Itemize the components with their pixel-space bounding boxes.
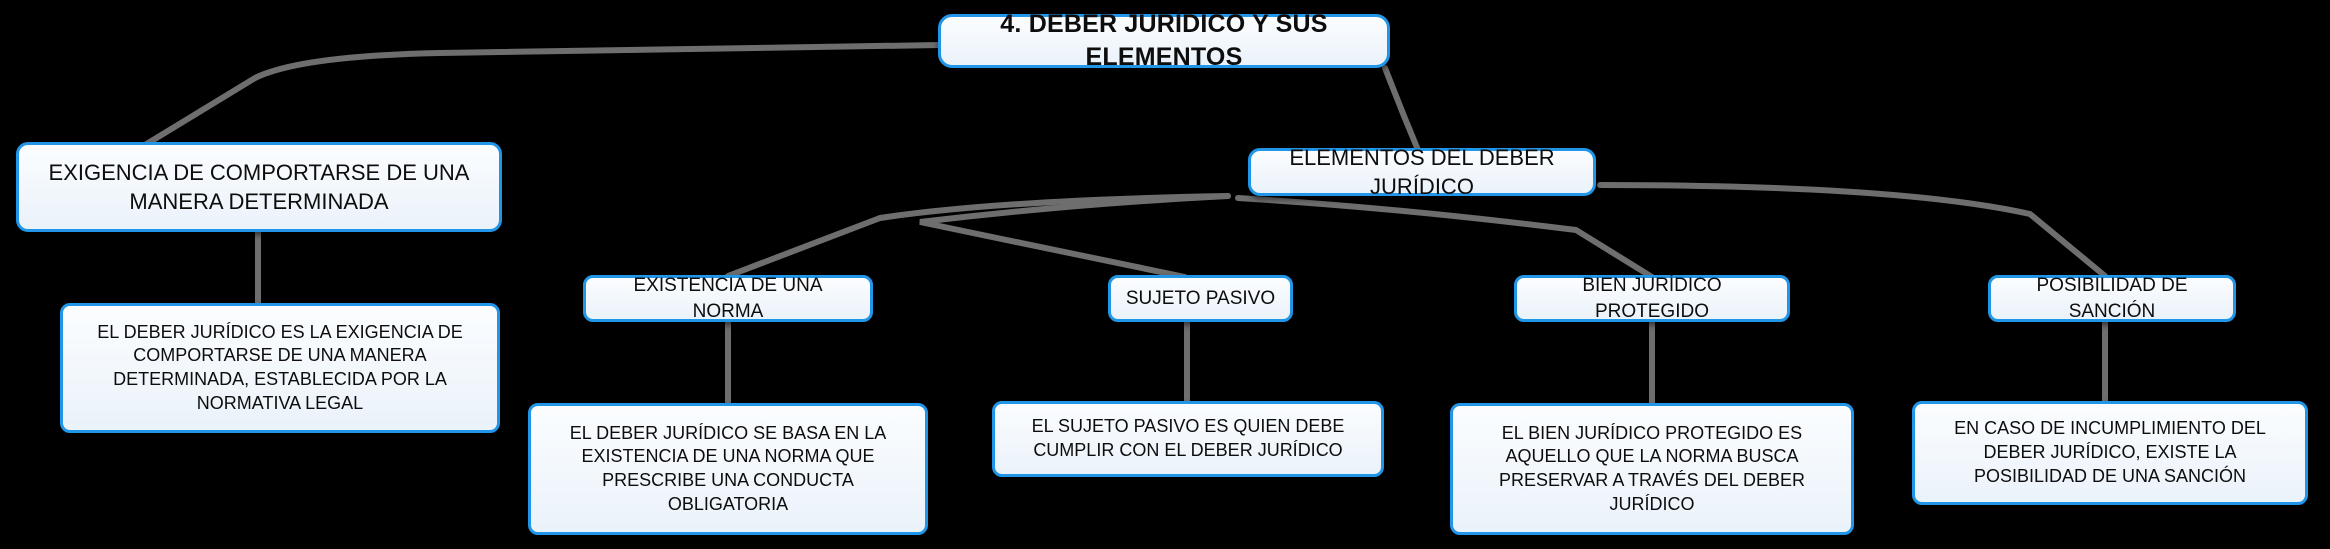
node-posibilidad-sancion-detail[interactable]: EN CASO DE INCUMPLIMIENTO DEL DEBER JURÍ… — [1912, 401, 2308, 505]
node-root[interactable]: 4. DEBER JURÍDICO Y SUS ELEMENTOS — [938, 10, 1390, 71]
node-posibilidad-sancion-label: POSIBILIDAD DE SANCIÓN — [2036, 275, 2188, 322]
node-bien-juridico[interactable]: BIEN JURÍDICO PROTEGIDO — [1514, 275, 1790, 322]
node-bien-juridico-detail[interactable]: EL BIEN JURÍDICO PROTEGIDO ES AQUELLO QU… — [1450, 403, 1854, 535]
node-existencia-norma-detail[interactable]: EL DEBER JURÍDICO SE BASA EN LA EXISTENC… — [528, 403, 928, 535]
node-elementos[interactable]: ELEMENTOS DEL DEBER JURÍDICO — [1248, 145, 1596, 199]
edge-root-to-exigencia — [137, 42, 943, 151]
node-root-label: 4. DEBER JURÍDICO Y SUS ELEMENTOS — [1000, 10, 1328, 71]
edge-elementos-to-norma — [725, 193, 1231, 279]
edge-root-to-elementos — [1382, 65, 1421, 153]
node-sujeto-pasivo[interactable]: SUJETO PASIVO — [1108, 275, 1293, 322]
node-bien-juridico-label: BIEN JURÍDICO PROTEGIDO — [1582, 275, 1722, 322]
node-bien-juridico-detail-label: EL BIEN JURÍDICO PROTEGIDO ES AQUELLO QU… — [1498, 422, 1806, 514]
node-exigencia-detail[interactable]: EL DEBER JURÍDICO ES LA EXIGENCIA DE COM… — [60, 303, 500, 433]
node-existencia-norma-detail-label: EL DEBER JURÍDICO SE BASA EN LA EXISTENC… — [569, 422, 887, 514]
node-exigencia[interactable]: EXIGENCIA DE COMPORTARSE DE UNA MANERA D… — [16, 142, 502, 232]
node-exigencia-detail-label: EL DEBER JURÍDICO ES LA EXIGENCIA DE COM… — [97, 321, 463, 413]
node-existencia-norma[interactable]: EXISTENCIA DE UNA NORMA — [583, 275, 873, 322]
edge-elementos-to-sujeto — [1235, 195, 1655, 280]
node-posibilidad-sancion-detail-label: EN CASO DE INCUMPLIMIENTO DEL DEBER JURÍ… — [1954, 418, 2266, 486]
edge-elementos-to-sancion — [1597, 182, 2108, 279]
edge-elementos-to-bien — [919, 193, 1231, 280]
node-posibilidad-sancion[interactable]: POSIBILIDAD DE SANCIÓN — [1988, 275, 2236, 322]
node-sujeto-pasivo-detail[interactable]: EL SUJETO PASIVO ES QUIEN DEBE CUMPLIR C… — [992, 401, 1384, 477]
node-sujeto-pasivo-detail-label: EL SUJETO PASIVO ES QUIEN DEBE CUMPLIR C… — [1031, 416, 1345, 460]
node-elementos-label: ELEMENTOS DEL DEBER JURÍDICO — [1289, 144, 1555, 199]
node-exigencia-label: EXIGENCIA DE COMPORTARSE DE UNA MANERA D… — [48, 159, 470, 214]
node-existencia-norma-label: EXISTENCIA DE UNA NORMA — [633, 275, 823, 322]
node-sujeto-pasivo-label: SUJETO PASIVO — [1125, 287, 1276, 309]
